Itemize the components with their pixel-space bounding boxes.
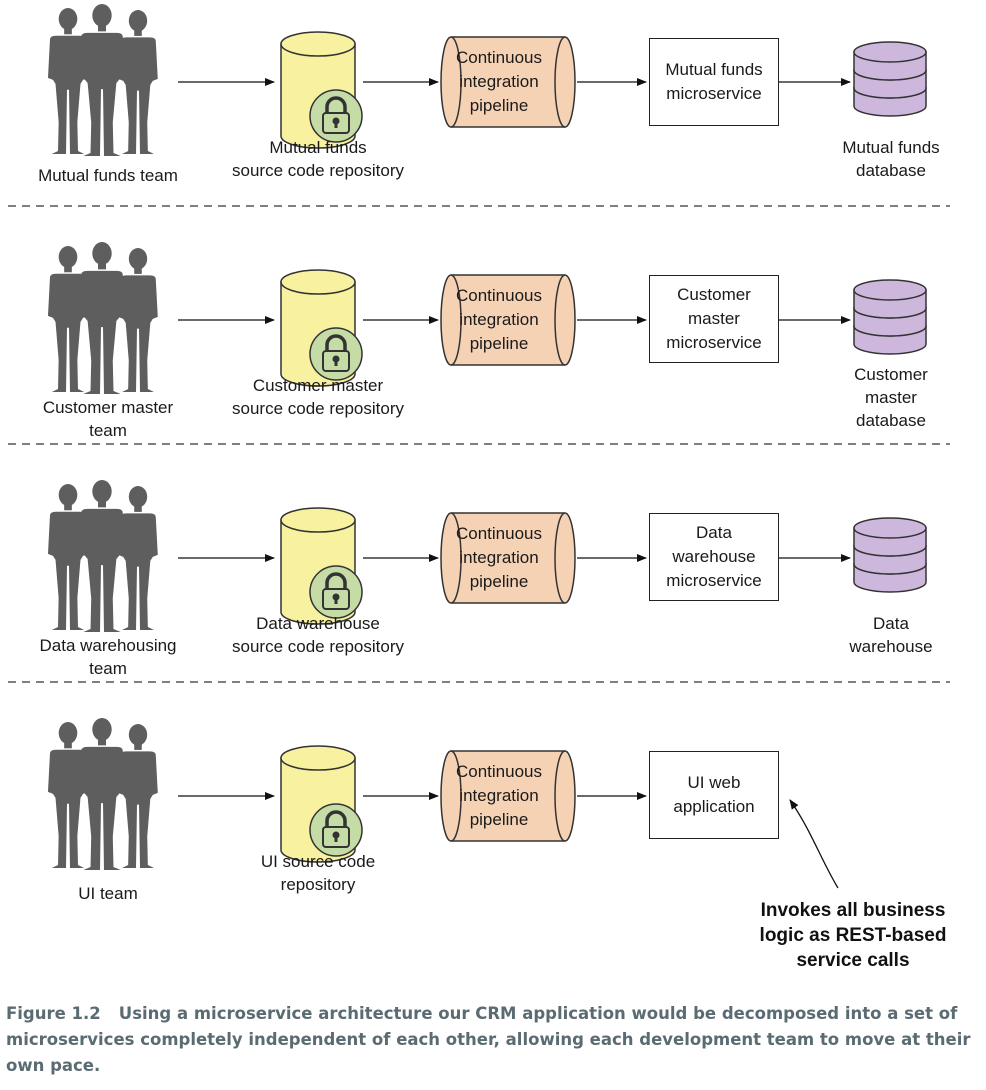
database-stack-icon bbox=[853, 41, 927, 117]
annotation-arrow bbox=[789, 799, 839, 889]
repo-label: Mutual funds source code repository bbox=[232, 138, 404, 180]
team-label: UI team bbox=[78, 884, 138, 903]
locked-repository-icon bbox=[280, 745, 363, 863]
locked-repository-icon bbox=[280, 269, 363, 387]
figure-number: Figure 1.2 bbox=[6, 1004, 101, 1023]
database-label: Customer master database bbox=[854, 365, 928, 430]
locked-repository-icon bbox=[280, 507, 363, 625]
pipeline-cylinder-icon bbox=[440, 512, 576, 604]
database-label: Data warehouse bbox=[849, 614, 933, 656]
pipeline-cylinder-icon bbox=[440, 36, 576, 128]
rest-calls-annotation: Invokes all business logic as REST-based… bbox=[759, 900, 947, 971]
team-label: Mutual funds team bbox=[38, 166, 178, 185]
microservice-box: Mutual funds microservice bbox=[649, 38, 779, 126]
database-label: Mutual funds database bbox=[842, 138, 940, 180]
people-silhouette-icon bbox=[47, 480, 158, 632]
caption-text: Using a microservice architecture our CR… bbox=[6, 1004, 971, 1075]
team-label: Data warehousing team bbox=[39, 636, 177, 678]
database-stack-icon bbox=[853, 279, 927, 355]
microservice-box: Data warehouse microservice bbox=[649, 513, 779, 601]
people-silhouette-icon bbox=[47, 718, 158, 870]
pipeline-label: Continuous integration pipeline bbox=[455, 286, 542, 353]
repo-label: Customer master source code repository bbox=[232, 376, 404, 418]
people-silhouette-icon bbox=[47, 242, 158, 394]
repo-label: UI source code repository bbox=[260, 852, 376, 894]
team-label: Customer master team bbox=[42, 398, 174, 440]
pipeline-cylinder-icon bbox=[440, 274, 576, 366]
pipeline-label: Continuous integration pipeline bbox=[455, 762, 542, 829]
database-stack-icon bbox=[853, 517, 927, 593]
people-silhouette-icon bbox=[47, 4, 158, 156]
web-application-box: UI web application bbox=[649, 751, 779, 839]
pipeline-label: Continuous integration pipeline bbox=[455, 524, 542, 591]
pipeline-cylinder-icon bbox=[440, 750, 576, 842]
locked-repository-icon bbox=[280, 31, 363, 149]
repo-label: Data warehouse source code repository bbox=[232, 614, 404, 656]
microservice-box: Customer master microservice bbox=[649, 275, 779, 363]
pipeline-label: Continuous integration pipeline bbox=[455, 48, 542, 115]
